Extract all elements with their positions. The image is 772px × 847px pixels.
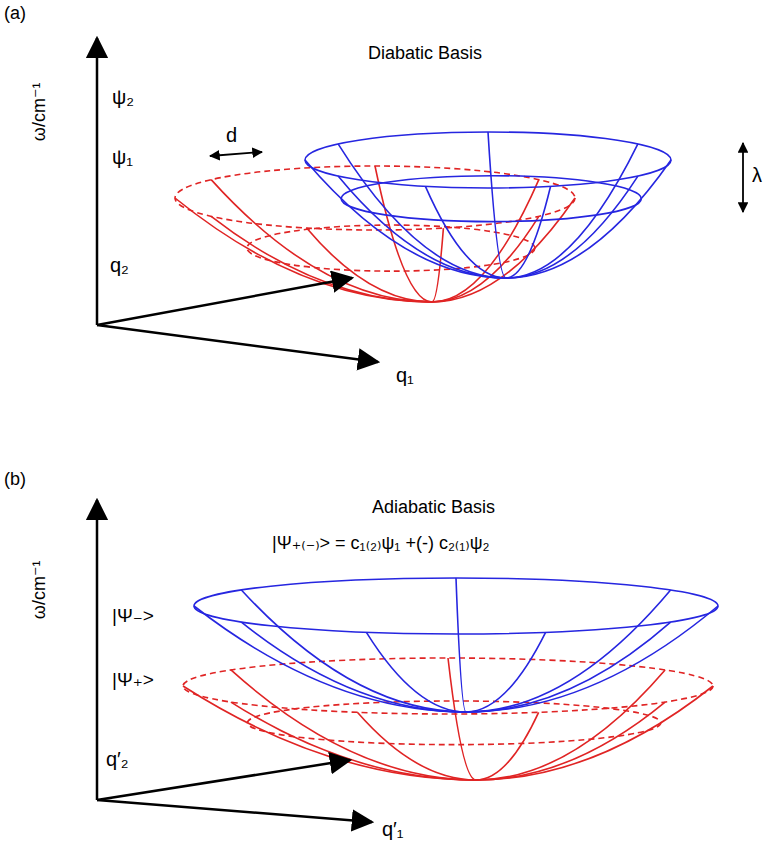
meridian-line (506, 186, 551, 278)
panel-title: Diabatic Basis (368, 44, 482, 64)
meridian-line (466, 632, 546, 712)
meridian-line (231, 670, 476, 780)
meridian-line (448, 658, 476, 780)
panel-title: Adiabatic Basis (372, 498, 495, 518)
state-label: |Ψ₊> (112, 670, 154, 691)
equation: |Ψ₊₍₋₎> = c₁₍₂₎ψ₁ +(-) c₂₍₁₎ψ₂ (272, 534, 490, 554)
meridian-line (241, 622, 466, 712)
panel-letter: (b) (4, 470, 26, 490)
surface-psi-minus (194, 578, 718, 712)
state-label: |Ψ₋> (112, 606, 154, 627)
surface-psi1 (175, 166, 575, 302)
meridian-line (231, 702, 476, 780)
meridian-line (432, 198, 575, 302)
meridian-line (466, 606, 718, 712)
meridian-line (183, 686, 476, 780)
meridian-line (432, 180, 539, 302)
meridian-line (466, 590, 671, 712)
meridian-line (241, 590, 466, 712)
meridian-line (307, 228, 432, 302)
meridian-line (305, 160, 506, 278)
axis-label: q₁ (396, 364, 414, 386)
meridian-line (476, 702, 665, 780)
meridian-line (211, 216, 432, 302)
panel-letter: (a) (4, 4, 26, 24)
axis-label: q₂ (110, 254, 129, 276)
surface-psi2 (305, 132, 671, 278)
meridian-line (488, 132, 506, 278)
meridian-line (506, 176, 638, 278)
dimension-arrows (210, 143, 743, 212)
meridian-line (476, 686, 713, 780)
potential-surfaces (175, 132, 718, 780)
axis-label: q′₁ (382, 818, 404, 840)
meridian-line (357, 712, 476, 780)
axis-label: ω/cm⁻¹ (30, 83, 50, 142)
state-label: ψ₁ (112, 146, 133, 168)
meridian-line (466, 622, 671, 712)
meridian-line (476, 670, 665, 780)
meridian-line (338, 144, 506, 278)
meridian-line (506, 160, 671, 278)
meridian-line (506, 144, 638, 278)
meridian-line (338, 176, 506, 278)
meridian-line (194, 606, 466, 712)
rim-ellipse (183, 658, 713, 714)
state-label: ψ₂ (112, 86, 134, 108)
meridian-line (476, 712, 539, 780)
axis-label: q′₂ (106, 748, 129, 770)
axes (97, 38, 378, 822)
surface-psi-plus (183, 658, 713, 780)
dimension-label: λ (752, 164, 762, 186)
meridian-line (456, 578, 466, 712)
dimension-label: d (226, 124, 237, 146)
axis-label: ω/cm⁻¹ (30, 561, 50, 620)
